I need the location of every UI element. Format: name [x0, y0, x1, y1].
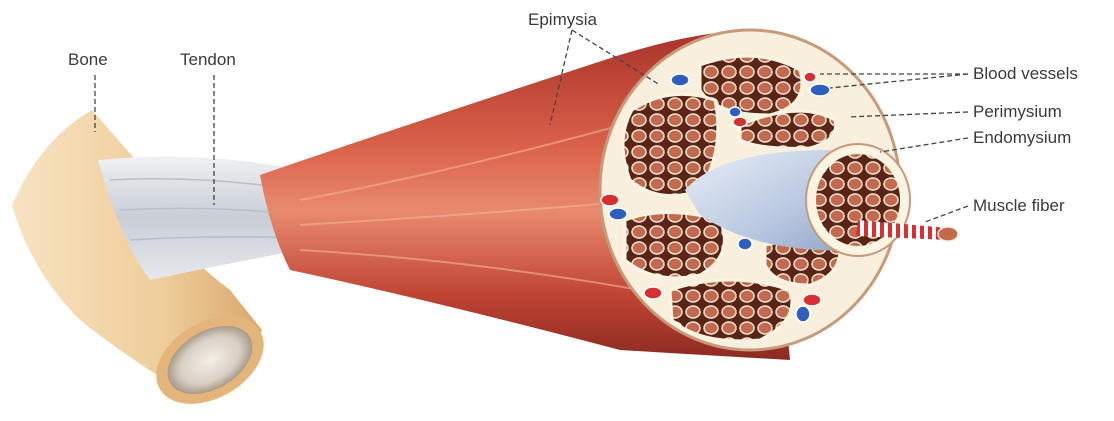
muscle-cross-section — [600, 30, 910, 350]
label-bone: Bone — [68, 50, 108, 70]
label-perimysium: Perimysium — [973, 102, 1062, 122]
label-tendon: Tendon — [180, 50, 236, 70]
label-muscle-fiber: Muscle fiber — [973, 196, 1065, 216]
label-endomysium: Endomysium — [973, 128, 1071, 148]
label-epimysia: Epimysia — [528, 10, 597, 30]
label-blood-vessels: Blood vessels — [973, 64, 1078, 84]
